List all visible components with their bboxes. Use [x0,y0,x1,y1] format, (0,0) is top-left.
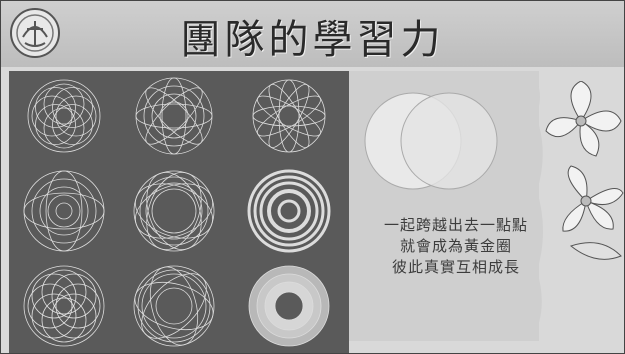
quote-line: 一起跨越出去一點點 [383,216,528,234]
flower-decoration-icon [545,81,624,260]
quote-line: 彼此真實互相成長 [391,258,520,276]
spirograph-icon [133,170,215,252]
spirograph-panel [9,71,349,353]
spirograph-grid [23,77,331,347]
panel-scroll-edge [531,71,543,341]
spirograph-icon [248,265,330,347]
spirograph-icon [133,265,215,347]
slide-title: 團隊的學習力 [180,17,445,63]
spirograph-icon [23,265,105,347]
spirograph-icon [23,170,105,252]
title-bar: 團隊的學習力 [1,1,624,67]
spirograph-icon [247,169,331,253]
spirograph-icon [27,79,101,153]
quote-text: 一起跨越出去一點點 就會成為黃金圈 彼此真實互相成長 [351,215,561,278]
emblem-icon [10,8,60,58]
quote-line: 就會成為黃金圈 [399,237,512,255]
spirograph-icon [135,77,213,155]
spirograph-icon [252,79,326,153]
venn-circles-icon [364,92,498,190]
